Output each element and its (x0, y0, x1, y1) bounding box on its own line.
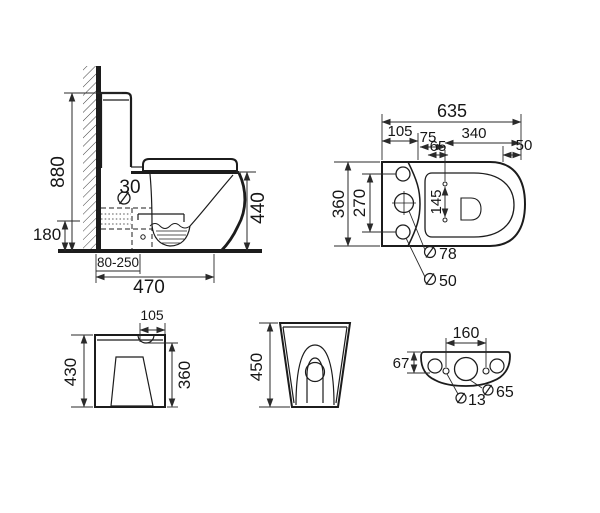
base-view: 160 67 13 65 (393, 325, 514, 409)
rough-in-range-label: 80-250 (97, 255, 139, 270)
front-offset-label: 50 (516, 137, 533, 154)
pedestal-arch (295, 344, 335, 406)
front-right-inner-line (335, 326, 348, 404)
drain-height-label: 180 (33, 225, 61, 244)
diameter-symbol (423, 272, 437, 286)
hinge-point-top (442, 181, 448, 187)
bowl-inner-left (149, 173, 153, 226)
seat-length-label: 340 (461, 125, 486, 142)
dim-overall-width: 360 (329, 161, 380, 247)
dim-fixing-hole-diameter: 13 (446, 373, 486, 409)
outlet-mark (140, 234, 146, 240)
side-hole-left (427, 358, 443, 374)
valve-hole-diameter-label: 65 (496, 384, 514, 401)
rear-outline (94, 334, 166, 408)
base-outline (420, 351, 511, 387)
dim-front-overall-height: 450 (247, 322, 290, 408)
outlet-dotted-lines (101, 213, 131, 225)
offset-b-label: 65 (430, 138, 447, 155)
inlet-arc (137, 334, 155, 344)
front-outline (278, 322, 352, 408)
dim-drain-height: 180 (33, 220, 80, 252)
diameter-symbol (117, 191, 131, 205)
fixing-hole-left (442, 367, 450, 375)
sump-outline (151, 224, 191, 247)
flush-button-outline (460, 197, 482, 221)
diameter-symbol (482, 384, 494, 396)
dim-overall-length: 635 (381, 101, 522, 160)
bolt-spacing-label: 160 (453, 325, 480, 342)
wall-hatching (83, 66, 96, 251)
rear-body-height-label: 360 (175, 361, 194, 389)
trap-circle (304, 361, 326, 383)
bolt-hole-diameter-label: 50 (439, 273, 457, 290)
dim-overall-depth: 470 (95, 254, 215, 298)
seat-lid (142, 158, 238, 172)
body-outline (381, 161, 527, 247)
offset-a-label: 75 (420, 129, 437, 146)
dim-drain-pipe-diameter: 30 (117, 177, 141, 205)
dim-valve-hole-diameter: 65 (469, 379, 514, 401)
dim-rim-height: 67 (393, 351, 430, 374)
bolt-hole-spacing-label: 270 (350, 189, 369, 217)
dim-tank-depth: 105 (381, 123, 419, 160)
seat-outline (424, 172, 515, 238)
dim-bolt-hole-diameter: 50 (405, 237, 457, 290)
seat-hinge-spacing-label: 145 (428, 189, 445, 214)
bolt-hole-bottom (395, 224, 411, 240)
water-line (149, 223, 191, 229)
hinge-point-bottom (442, 217, 448, 223)
side-view: 30 880 180 440 80-250 (33, 66, 269, 298)
valve-hole (453, 356, 479, 382)
dim-bowl-height: 440 (236, 171, 269, 252)
front-left-inner-line (282, 326, 295, 404)
front-overall-height-label: 450 (247, 353, 266, 381)
bolt-hole-top (395, 166, 411, 182)
dim-offset-a: 75 (419, 129, 446, 151)
dim-overall-height: 880 (48, 92, 122, 252)
cistern-front-curve (407, 161, 421, 247)
side-hole-right (489, 358, 505, 374)
dim-rear-overall-height: 430 (61, 334, 93, 408)
fixing-hole-right (482, 367, 490, 375)
bowl-inner-right (189, 174, 234, 227)
fixing-hole-diameter-label: 13 (468, 392, 486, 409)
top-view: 635 105 75 65 340 50 (329, 101, 532, 290)
rim-height-label: 67 (393, 355, 410, 372)
outlet-hidden-lines (101, 207, 153, 251)
water-hatch (156, 230, 187, 244)
dim-seat-length: 340 (444, 125, 521, 147)
overall-height-label: 880 (48, 156, 69, 188)
dim-rough-in-range: 80-250 (96, 254, 141, 274)
rear-overall-height-label: 430 (61, 358, 80, 386)
supply-hole-diameter-label: 78 (439, 246, 457, 263)
overall-width-label: 360 (329, 190, 348, 218)
trapway-silhouette (110, 356, 154, 407)
dim-front-offset: 50 (502, 137, 533, 162)
dim-seat-hinge-spacing: 145 (428, 150, 449, 223)
overall-depth-label: 470 (133, 277, 165, 298)
drain-pipe-diameter-label: 30 (119, 177, 140, 198)
rear-view: 430 105 360 (61, 307, 194, 408)
pedestal-slot (306, 357, 324, 403)
dim-inlet-offset: 105 (139, 307, 166, 342)
flush-shelf (137, 213, 185, 222)
bowl-height-label: 440 (248, 192, 269, 224)
dim-supply-hole-diameter: 78 (408, 210, 457, 263)
diameter-symbol (423, 245, 437, 259)
tank-depth-label: 105 (387, 123, 412, 140)
front-view: 450 (247, 322, 352, 408)
dim-bolt-hole-spacing: 270 (350, 173, 396, 233)
cistern-outline (99, 91, 133, 168)
diameter-symbol (455, 392, 467, 404)
inlet-offset-label: 105 (140, 307, 164, 323)
dim-bolt-spacing: 160 (445, 325, 487, 367)
overall-length-label: 635 (437, 101, 467, 121)
dim-rear-body-height: 360 (148, 342, 194, 408)
supply-hole (392, 191, 416, 215)
